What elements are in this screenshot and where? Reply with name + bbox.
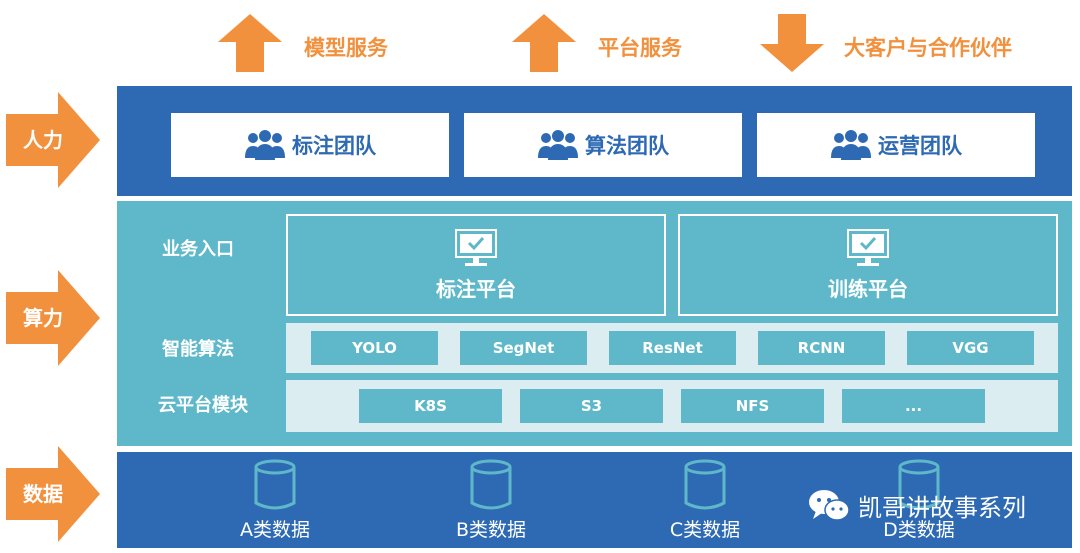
data-store-b: B类数据 — [431, 459, 551, 542]
data-band — [117, 452, 1072, 548]
data-store-label-d: D类数据 — [883, 519, 955, 541]
wechat-icon — [809, 489, 850, 521]
data-store-label-b: B类数据 — [455, 519, 527, 541]
top-label-platform-service: 平台服务 — [598, 36, 682, 60]
cloud-pill-s3: S3 — [520, 389, 663, 423]
team-box-annotation: 标注团队 — [171, 113, 449, 177]
cloud-pill-k8s: K8S — [359, 389, 502, 423]
data-store-label-a: A类数据 — [240, 519, 310, 541]
algo-pill-vgg: VGG — [907, 331, 1034, 365]
right-arrow-icon — [6, 446, 100, 542]
top-arrow-platform-service: 平台服务 — [512, 14, 712, 74]
data-store-label-c: C类数据 — [669, 519, 741, 541]
algo-pill-rcnn: RCNN — [758, 331, 885, 365]
row-label-smart-algorithms: 智能算法 — [162, 339, 234, 360]
watermark: 凯哥讲故事系列 — [808, 488, 1026, 523]
monitor-check-icon — [847, 228, 889, 266]
team-label-algorithm: 算法团队 — [585, 134, 669, 158]
data-store-d: D类数据 — [859, 459, 979, 542]
database-icon — [254, 459, 296, 510]
right-arrow-icon — [6, 92, 100, 188]
row-label-cloud-modules: 云平台模块 — [158, 395, 248, 416]
down-arrow-icon — [760, 14, 824, 72]
watermark-text: 凯哥讲故事系列 — [858, 494, 1026, 522]
entry-label-training-platform: 训练平台 — [828, 276, 908, 301]
monitor-check-icon — [455, 228, 497, 266]
up-arrow-icon — [218, 14, 282, 72]
entry-box-annotation-platform: 标注平台 — [286, 214, 666, 316]
database-icon — [684, 459, 726, 510]
top-arrow-model-service: 模型服务 — [218, 14, 418, 74]
top-label-partners: 大客户与合作伙伴 — [844, 36, 1012, 60]
cloud-pill-nfs: NFS — [681, 389, 824, 423]
team-label-operations: 运营团队 — [878, 134, 962, 158]
team-label-annotation: 标注团队 — [292, 134, 376, 158]
top-label-model-service: 模型服务 — [304, 36, 388, 60]
side-label-compute: 算力 — [23, 306, 63, 330]
right-arrow-icon — [6, 270, 100, 366]
entry-box-training-platform: 训练平台 — [678, 214, 1058, 316]
team-icon — [831, 130, 871, 160]
side-arrow-data: 数据 — [6, 446, 100, 542]
up-arrow-icon — [512, 14, 576, 72]
row-label-business-entry: 业务入口 — [162, 239, 234, 260]
side-label-data: 数据 — [23, 482, 63, 506]
team-box-algorithm: 算法团队 — [464, 113, 742, 177]
algo-pill-resnet: ResNet — [609, 331, 736, 365]
cloud-pill-more: ... — [842, 389, 985, 423]
team-icon — [538, 130, 578, 160]
team-box-operations: 运营团队 — [757, 113, 1035, 177]
database-icon — [898, 459, 940, 510]
side-arrow-manpower: 人力 — [6, 92, 100, 188]
algo-pill-yolo: YOLO — [311, 331, 438, 365]
algo-pill-segnet: SegNet — [460, 331, 587, 365]
side-label-manpower: 人力 — [23, 128, 63, 152]
data-store-c: C类数据 — [645, 459, 765, 542]
top-arrow-partners: 大客户与合作伙伴 — [760, 14, 1060, 74]
team-icon — [245, 130, 285, 160]
side-arrow-compute: 算力 — [6, 270, 100, 366]
data-store-a: A类数据 — [215, 459, 335, 542]
entry-label-annotation-platform: 标注平台 — [436, 276, 516, 301]
database-icon — [470, 459, 512, 510]
